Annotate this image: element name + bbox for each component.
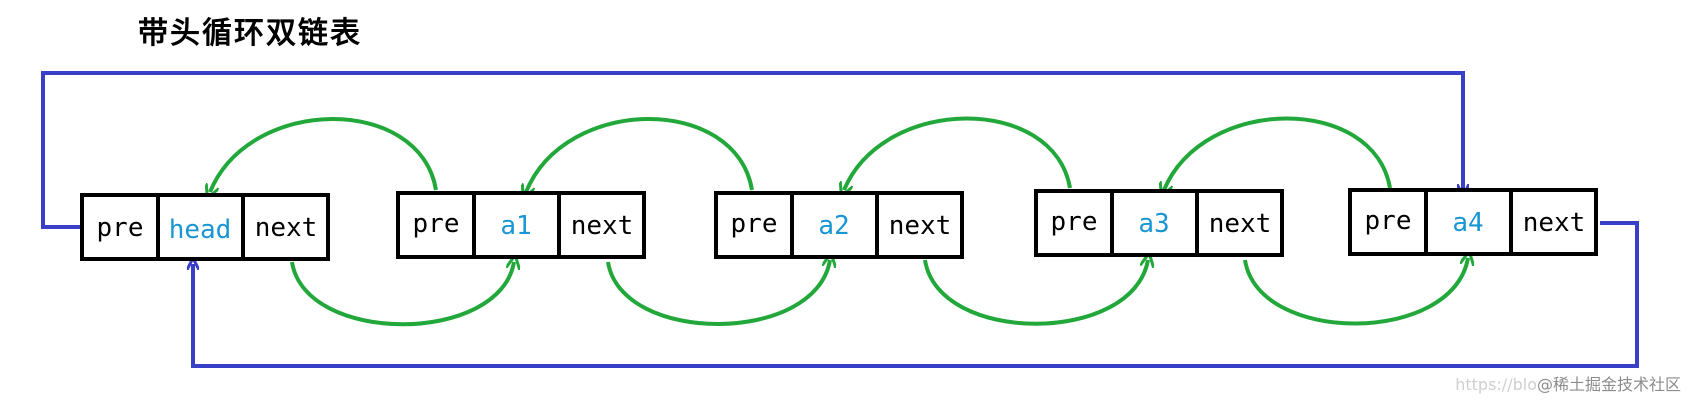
pre-link-a3-to-a2 bbox=[844, 116, 1072, 190]
node-next-label: next bbox=[571, 211, 634, 241]
node-value-label: a3 bbox=[1138, 209, 1169, 239]
node-box bbox=[396, 191, 646, 259]
node-a1: pre a1 next bbox=[396, 191, 646, 259]
node-box bbox=[1348, 188, 1598, 256]
node-value-label: a2 bbox=[818, 211, 849, 241]
watermark: https://blo@稀土掘金技术社区 bbox=[1455, 371, 1681, 395]
node-a4: pre a4 next bbox=[1348, 188, 1598, 256]
next-link-a2-to-a3 bbox=[923, 260, 1148, 326]
next-link-a1-to-a2 bbox=[606, 260, 830, 326]
node-pre-label: pre bbox=[97, 213, 144, 243]
pre-link-a4-to-a3 bbox=[1164, 116, 1392, 190]
diagram-title: 带头循环双链表 bbox=[138, 16, 362, 51]
next-link-head-to-a1 bbox=[290, 262, 514, 327]
node-pre-label: pre bbox=[1365, 206, 1412, 236]
node-a3: pre a3 next bbox=[1034, 189, 1284, 257]
watermark-url: https://blo bbox=[1455, 375, 1537, 394]
node-head: pre head next bbox=[80, 193, 330, 261]
wrap-links bbox=[41, 71, 1639, 368]
node-a2: pre a2 next bbox=[714, 191, 964, 259]
node-pre-label: pre bbox=[1051, 207, 1098, 237]
pre-link-a2-to-a1 bbox=[526, 117, 754, 192]
node-pre-label: pre bbox=[413, 209, 460, 239]
node-next-label: next bbox=[1523, 208, 1586, 238]
node-next-label: next bbox=[1209, 209, 1272, 239]
node-next-label: next bbox=[889, 211, 952, 241]
node-value-label: a4 bbox=[1452, 208, 1483, 238]
node-box bbox=[80, 193, 330, 261]
watermark-text: @稀土掘金技术社区 bbox=[1536, 375, 1681, 394]
node-value-label: head bbox=[169, 215, 232, 245]
pre-link-a1-to-head bbox=[210, 117, 438, 192]
next-link-a3-to-a4 bbox=[1243, 258, 1468, 326]
node-pre-label: pre bbox=[731, 209, 778, 239]
node-links bbox=[210, 116, 1468, 327]
wrap-link-tail-next-to-head bbox=[193, 221, 1639, 368]
node-box bbox=[714, 191, 964, 259]
wrap-link-head-pre-to-tail bbox=[41, 71, 1463, 229]
node-box bbox=[1034, 189, 1284, 257]
node-value-label: a1 bbox=[500, 211, 531, 241]
node-next-label: next bbox=[255, 213, 318, 243]
